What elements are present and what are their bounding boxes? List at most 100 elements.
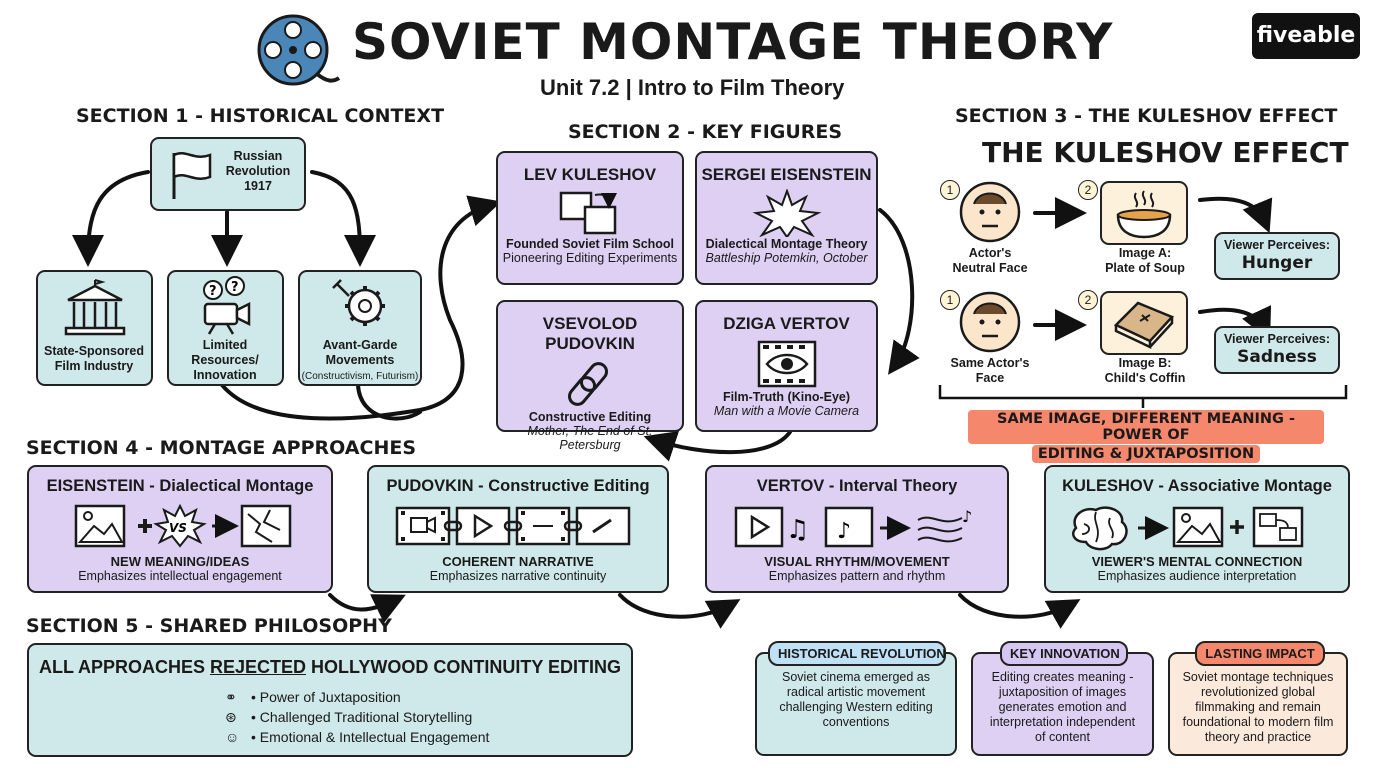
film-frames-icon <box>559 191 617 235</box>
ctx-child-line: Limited <box>202 338 248 352</box>
arrow-appr-3 <box>958 593 1081 629</box>
brand-logo[interactable]: fiveable <box>1252 13 1360 59</box>
figure-name: DZIGA VERTOV <box>723 314 850 333</box>
figure-card-vertov[interactable]: DZIGA VERTOV Film-Truth (Kino-Eye) Man w… <box>695 300 878 432</box>
ctx-child-line: Avant-Garde <box>322 338 398 352</box>
svg-text:♫: ♫ <box>786 515 809 545</box>
card-body-line: Soviet cinema emerged as <box>782 670 930 684</box>
statement-pre: ALL APPROACHES <box>38 657 210 677</box>
step-number-badge: 2 <box>1078 180 1098 200</box>
figure-card-kuleshov[interactable]: LEV KULESHOV Founded Soviet Film School … <box>496 151 684 285</box>
face-label-line: Neutral Face <box>952 261 1028 275</box>
conclusion-line: EDITING & JUXTAPOSITION <box>1031 445 1261 463</box>
figure-card-eisenstein[interactable]: SERGEI EISENSTEIN Dialectical Montage Th… <box>695 151 878 285</box>
image-b-box <box>1100 291 1188 355</box>
figure-line2: Battleship Potemkin, October <box>705 251 868 265</box>
card-title-historical: HISTORICAL REVOLUTION <box>768 641 946 666</box>
image-label-line: Plate of Soup <box>1105 261 1185 275</box>
card-body-line: conventions <box>822 715 890 729</box>
approach-desc: Emphasizes intellectual engagement <box>78 569 282 583</box>
ctx-root-line: 1917 <box>244 179 272 193</box>
svg-text:?: ? <box>209 284 217 299</box>
card-body-line: challenging Western editing <box>779 700 933 714</box>
ctx-child-line: State-Sponsored <box>43 344 144 358</box>
figure-line1: Film-Truth (Kino-Eye) <box>722 390 851 404</box>
perceive-label: Viewer Perceives: <box>1223 332 1331 346</box>
arrow-appr-1 <box>328 593 406 624</box>
kuleshov-big-title: THE KULESHOV EFFECT <box>982 136 1349 169</box>
ctx-child-line: Innovation <box>193 368 257 382</box>
card-body-line: interpretation independent <box>989 715 1136 729</box>
perceive-hunger-box: Viewer Perceives: Hunger <box>1214 232 1340 280</box>
figure-name: VSEVOLOD PUDOVKIN <box>542 314 638 353</box>
ctx-child-line: Movements <box>325 353 395 367</box>
film-reel-icon <box>255 12 341 88</box>
film-eye-icon <box>757 340 816 388</box>
approach-title: EISENSTEIN - Dialectical Montage <box>46 477 314 495</box>
government-building-icon <box>64 279 126 336</box>
film-reel-small-icon: ⊛ <box>225 709 237 725</box>
approach-desc: Emphasizes pattern and rhythm <box>768 569 946 583</box>
flag-icon <box>172 152 212 199</box>
svg-text:♪: ♪ <box>962 507 972 526</box>
overlap-circles-icon: ⚭ <box>225 689 237 705</box>
shared-philosophy-box: ALL APPROACHES REJECTED HOLLYWOOD CONTIN… <box>27 643 633 757</box>
arrow-k1-b <box>1198 196 1273 234</box>
arrow-figures-right <box>878 208 920 375</box>
chain-link-icon <box>568 362 608 406</box>
philosophy-statement: ALL APPROACHES REJECTED HOLLYWOOD CONTIN… <box>29 657 631 678</box>
vs-label: VS <box>169 521 187 535</box>
arrow-ctx-curve2 <box>356 383 422 421</box>
statement-post: HOLLYWOOD CONTINUITY EDITING <box>306 657 622 677</box>
card-body-line: theory and practice <box>1204 730 1312 744</box>
film-rhythm-icon: ♫ ♪ ♪ <box>734 506 972 548</box>
image-label-line: Image B: <box>1118 356 1172 370</box>
face-label-line: Same Actor's <box>950 356 1030 370</box>
approach-title: KULESHOV - Associative Montage <box>1062 477 1332 495</box>
ctx-state-sponsored-box: State-Sponsored Film Industry <box>36 270 153 386</box>
card-body-line: of content <box>1035 730 1090 744</box>
perceive-emotion: Hunger <box>1241 253 1313 273</box>
film-chain-icon <box>395 506 631 546</box>
figure-card-pudovkin[interactable]: VSEVOLOD PUDOVKIN Constructive Editing M… <box>496 300 684 452</box>
card-historical-revolution: Soviet cinema emerged as radical artisti… <box>755 652 957 756</box>
arrow-figures-bottom <box>643 430 792 462</box>
face-label-line: Face <box>975 371 1005 385</box>
approach-card-vertov[interactable]: VERTOV - Interval Theory ♫ ♪ ♪ VISUAL RH… <box>705 465 1009 593</box>
figure-line2: Pioneering Editing Experiments <box>502 251 678 265</box>
brain-images-icon <box>1072 506 1304 551</box>
card-body-line: radical artistic movement <box>786 685 926 699</box>
section1-heading: SECTION 1 - HISTORICAL CONTEXT <box>76 105 445 127</box>
main-title: SOVIET MONTAGE THEORY <box>352 13 1114 71</box>
approach-card-pudovkin[interactable]: PUDOVKIN - Constructive Editing COHERENT… <box>367 465 669 593</box>
card-body-line: juxtaposition of images <box>998 685 1127 699</box>
arrow-k2-b <box>1198 305 1272 341</box>
ctx-root-line: Russian <box>233 149 283 163</box>
bullet-storytelling: ⊛ • Challenged Traditional Storytelling <box>225 707 489 727</box>
kuleshov-bracket <box>938 385 1348 408</box>
image-a-box <box>1100 181 1188 245</box>
approach-key: VISUAL RHYTHM/MOVEMENT <box>764 554 950 569</box>
step-number-badge: 2 <box>1078 290 1098 310</box>
image-label-line: Image A: <box>1118 246 1172 260</box>
approach-title: PUDOVKIN - Constructive Editing <box>386 477 650 495</box>
figure-line1: Constructive Editing <box>528 410 652 424</box>
figure-line2: Man with a Movie Camera <box>713 404 860 418</box>
perceive-label: Viewer Perceives: <box>1223 238 1331 252</box>
ctx-root-box: Russian Revolution 1917 <box>150 137 306 211</box>
approach-card-eisenstein[interactable]: EISENSTEIN - Dialectical Montage VS NEW … <box>27 465 333 593</box>
arrow-ctx-left <box>72 170 150 267</box>
ctx-child-line: Film Industry <box>54 359 134 373</box>
bullet-text: • Emotional & Intellectual Engagement <box>251 729 490 745</box>
section5-heading: SECTION 5 - SHARED PHILOSOPHY <box>26 615 392 637</box>
soup-bowl-icon <box>1116 190 1172 239</box>
bullet-text: • Challenged Traditional Storytelling <box>251 709 473 725</box>
ctx-root-line: Revolution <box>225 164 291 178</box>
ctx-avant-garde-box: Avant-Garde Movements (Constructivism, F… <box>298 270 422 386</box>
section4-heading: SECTION 4 - MONTAGE APPROACHES <box>26 437 417 459</box>
approach-title: VERTOV - Interval Theory <box>756 477 958 495</box>
statement-emph: REJECTED <box>209 657 307 677</box>
figure-line1: Dialectical Montage Theory <box>705 237 868 251</box>
camera-question-icon: ? ? <box>203 276 251 335</box>
approach-card-kuleshov[interactable]: KULESHOV - Associative Montage VIEWER'S … <box>1044 465 1350 593</box>
